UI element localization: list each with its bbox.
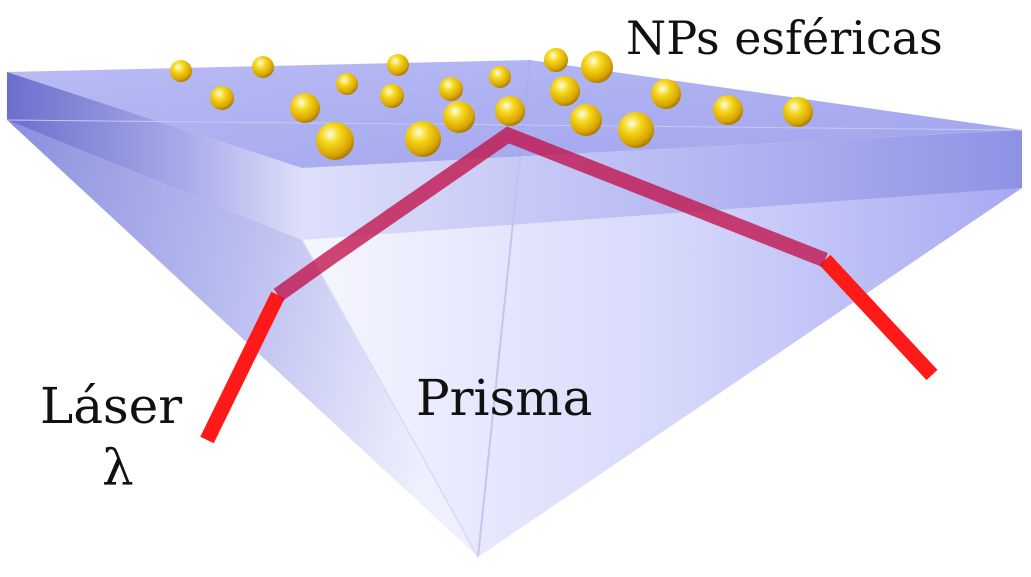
nanoparticle-sphere [316,122,354,160]
prism-front-edge [301,239,479,558]
nanoparticle-sphere [550,76,580,106]
nanoparticle-sphere [618,112,654,148]
laser-beam [200,254,938,444]
nanoparticle-sphere [570,104,602,136]
nanoparticle-sphere [489,66,511,88]
nanoparticle-sphere [783,97,813,127]
nanoparticle-sphere [170,60,192,82]
nanoparticle-sphere [405,121,441,157]
prism-label: Prisma [416,369,592,427]
prism-left-face [7,120,478,557]
nanoparticles [170,48,813,160]
nps-label: NPs esféricas [626,11,943,65]
prism-front-face [302,188,1022,557]
nanoparticle-sphere [380,84,404,108]
lambda-label: λ [102,439,134,497]
nanoparticle-sphere [443,101,475,133]
nanoparticle-sphere [210,86,234,110]
nanoparticle-sphere [439,77,463,101]
nanoparticle-sphere [336,73,358,95]
nanoparticle-sphere [495,96,525,126]
slab-front-face [302,130,1022,240]
nanoparticle-sphere [651,79,681,109]
laser-outgoing [819,254,938,381]
slab-left-face [7,72,302,240]
nanoparticle-sphere [713,95,743,125]
laser-in-glass [273,126,828,302]
laser-label: Láser [40,377,182,435]
laser-incoming [200,291,285,444]
nanoparticle-sphere [581,51,613,83]
nanoparticle-sphere [387,54,409,76]
laser-internal [273,126,828,302]
nanoparticle-sphere [290,93,320,123]
nanoparticle-sphere [252,56,274,78]
nanoparticle-sphere [544,48,568,72]
